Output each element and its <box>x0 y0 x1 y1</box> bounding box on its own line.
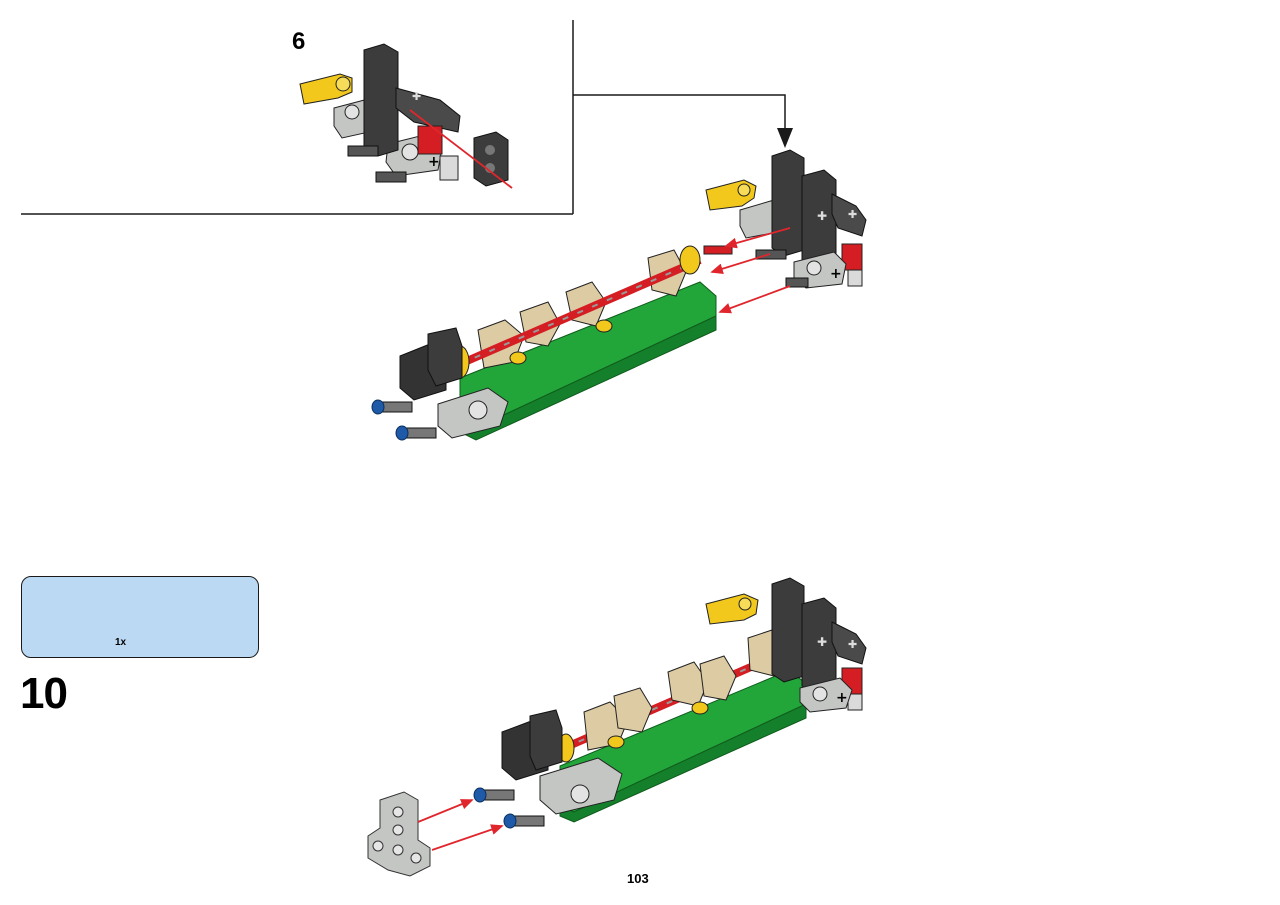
svg-text:✚: ✚ <box>848 208 857 221</box>
part-quantity: 1x <box>115 637 127 648</box>
svg-text:+: + <box>830 266 842 282</box>
svg-text:✚: ✚ <box>848 638 857 651</box>
svg-text:+: + <box>428 154 440 170</box>
step-10-assembly-illustration: ✚ ✚ + <box>367 577 867 877</box>
parts-list-box: 1x <box>21 576 259 658</box>
substep-assembly-illustration: + ✚ <box>299 43 513 189</box>
substep-callout-frame <box>21 20 793 215</box>
svg-text:+: + <box>836 690 848 706</box>
page-number: 103 <box>627 871 649 886</box>
substep-number: 6 <box>292 28 306 55</box>
main-assembly-illustration: ✚ ✚ + <box>371 149 867 441</box>
step-number: 10 <box>20 669 68 718</box>
svg-text:✚: ✚ <box>817 209 827 223</box>
svg-text:✚: ✚ <box>412 90 421 103</box>
svg-text:✚: ✚ <box>817 635 827 649</box>
